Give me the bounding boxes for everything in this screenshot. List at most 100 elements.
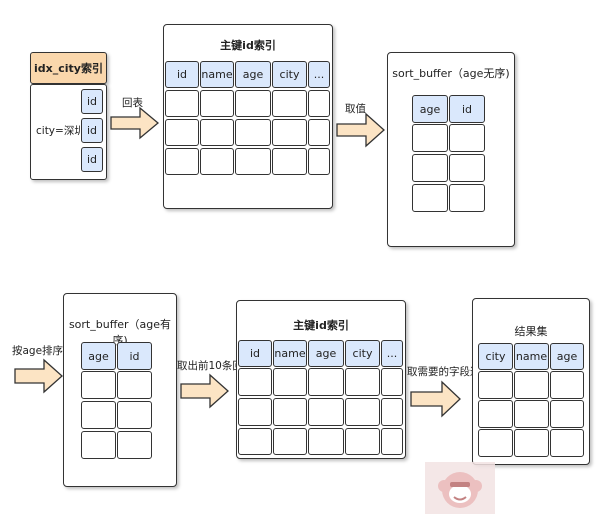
pk-index-title-2: 主键id索引 xyxy=(293,319,349,332)
idx-city-id-cell: id xyxy=(81,118,103,143)
empty-cell xyxy=(308,398,344,426)
empty-cell xyxy=(478,371,513,399)
empty-cell xyxy=(117,401,152,429)
result-data-grid xyxy=(473,299,589,464)
empty-cell xyxy=(550,400,584,428)
idx-city-title: idx_city索引 xyxy=(34,62,103,75)
idx-city-id-cell: id xyxy=(81,89,103,114)
result-col-header: name xyxy=(514,343,549,370)
sb1-col-header: age xyxy=(412,95,448,123)
sort-buffer-box-2: sort_buffer（age有序) age id xyxy=(63,293,177,487)
empty-cell xyxy=(273,428,307,455)
empty-cell xyxy=(345,398,380,426)
empty-cell xyxy=(81,371,116,399)
empty-cell xyxy=(514,400,549,428)
pk2-col-header: name xyxy=(273,340,307,367)
result-col-header: city xyxy=(478,343,513,370)
pk-index-box-2: 主键id索引 id name age city ... xyxy=(236,300,406,459)
empty-cell xyxy=(272,90,307,117)
empty-cell xyxy=(412,154,448,182)
sb2-col-header: id xyxy=(117,342,152,370)
right-arrow-icon xyxy=(14,358,63,394)
empty-cell xyxy=(200,148,234,175)
empty-cell xyxy=(345,368,380,396)
pk1-col-header: name xyxy=(200,61,234,88)
empty-cell xyxy=(238,398,272,426)
pk-index-box-1: 主键id索引 id name age city ... xyxy=(163,24,333,209)
empty-cell xyxy=(478,400,513,428)
empty-cell xyxy=(449,184,485,212)
empty-cell xyxy=(117,431,152,459)
arrow-label-fetch-top10: 取出前10条回表 xyxy=(177,360,254,372)
sb1-col-header: id xyxy=(449,95,485,123)
empty-cell xyxy=(273,398,307,426)
idx-city-header: idx_city索引 xyxy=(30,52,107,84)
watermark xyxy=(425,462,495,514)
empty-cell xyxy=(81,401,116,429)
empty-cell xyxy=(238,368,272,396)
empty-cell xyxy=(235,119,271,146)
pk2-data-grid xyxy=(237,301,405,458)
empty-cell xyxy=(238,428,272,455)
arrow-label-back-to-table: 回表 xyxy=(122,97,143,109)
empty-cell xyxy=(381,398,403,426)
empty-cell xyxy=(272,148,307,175)
right-arrow-icon xyxy=(180,373,229,409)
pk2-col-header: age xyxy=(308,340,344,367)
empty-cell xyxy=(308,428,344,455)
empty-cell xyxy=(514,429,549,457)
empty-cell xyxy=(117,371,152,399)
empty-cell xyxy=(381,428,403,455)
empty-cell xyxy=(412,124,448,152)
empty-cell xyxy=(308,90,330,117)
empty-cell xyxy=(449,124,485,152)
sb1-data-grid xyxy=(388,53,514,246)
right-arrow-icon xyxy=(410,380,461,418)
empty-cell xyxy=(550,371,584,399)
pk1-col-header: ... xyxy=(308,61,330,88)
pk2-col-header: id xyxy=(238,340,272,367)
empty-cell xyxy=(478,429,513,457)
empty-cell xyxy=(200,119,234,146)
right-arrow-icon xyxy=(110,106,160,140)
empty-cell xyxy=(272,119,307,146)
monkey-face-icon xyxy=(438,472,482,508)
pk1-data-grid xyxy=(164,89,332,209)
idx-city-body: city=深圳 id id id xyxy=(30,84,107,180)
empty-cell xyxy=(200,90,234,117)
empty-cell xyxy=(235,148,271,175)
right-arrow-icon xyxy=(336,112,385,148)
empty-cell xyxy=(514,371,549,399)
empty-cell xyxy=(165,90,199,117)
empty-cell xyxy=(165,119,199,146)
empty-cell xyxy=(345,428,380,455)
empty-cell xyxy=(308,148,330,175)
pk1-col-header: id xyxy=(165,61,199,88)
idx-city-key-label: city=深圳 xyxy=(36,125,85,137)
pk-index-title-1: 主键id索引 xyxy=(220,39,276,52)
result-set-title: 结果集 xyxy=(514,325,548,338)
sort-buffer-box-1: sort_buffer（age无序) age id xyxy=(387,52,515,247)
empty-cell xyxy=(550,429,584,457)
empty-cell xyxy=(308,368,344,396)
arrow-label-fetch-fields-return: 取需要的字段返回 xyxy=(407,366,491,378)
empty-cell xyxy=(273,368,307,396)
idx-city-id-cell: id xyxy=(81,147,103,172)
arrow-label-sort-by-age: 按age排序 xyxy=(12,345,64,357)
empty-cell xyxy=(165,148,199,175)
empty-cell xyxy=(381,368,403,396)
empty-cell xyxy=(235,90,271,117)
arrow-label-fetch-value: 取值 xyxy=(345,103,366,115)
sb2-col-header: age xyxy=(81,342,116,370)
empty-cell xyxy=(81,431,116,459)
sort-buffer-title-1: sort_buffer（age无序) xyxy=(392,67,510,80)
pk2-col-header: city xyxy=(345,340,380,367)
empty-cell xyxy=(308,119,330,146)
pk2-col-header: ... xyxy=(381,340,403,367)
result-set-box: 结果集 city name age xyxy=(472,298,590,465)
pk1-col-header: age xyxy=(235,61,271,88)
empty-cell xyxy=(449,154,485,182)
sb2-data-grid xyxy=(64,294,176,486)
idx-city-index: idx_city索引 city=深圳 id id id xyxy=(30,52,108,180)
pk1-col-header: city xyxy=(272,61,307,88)
